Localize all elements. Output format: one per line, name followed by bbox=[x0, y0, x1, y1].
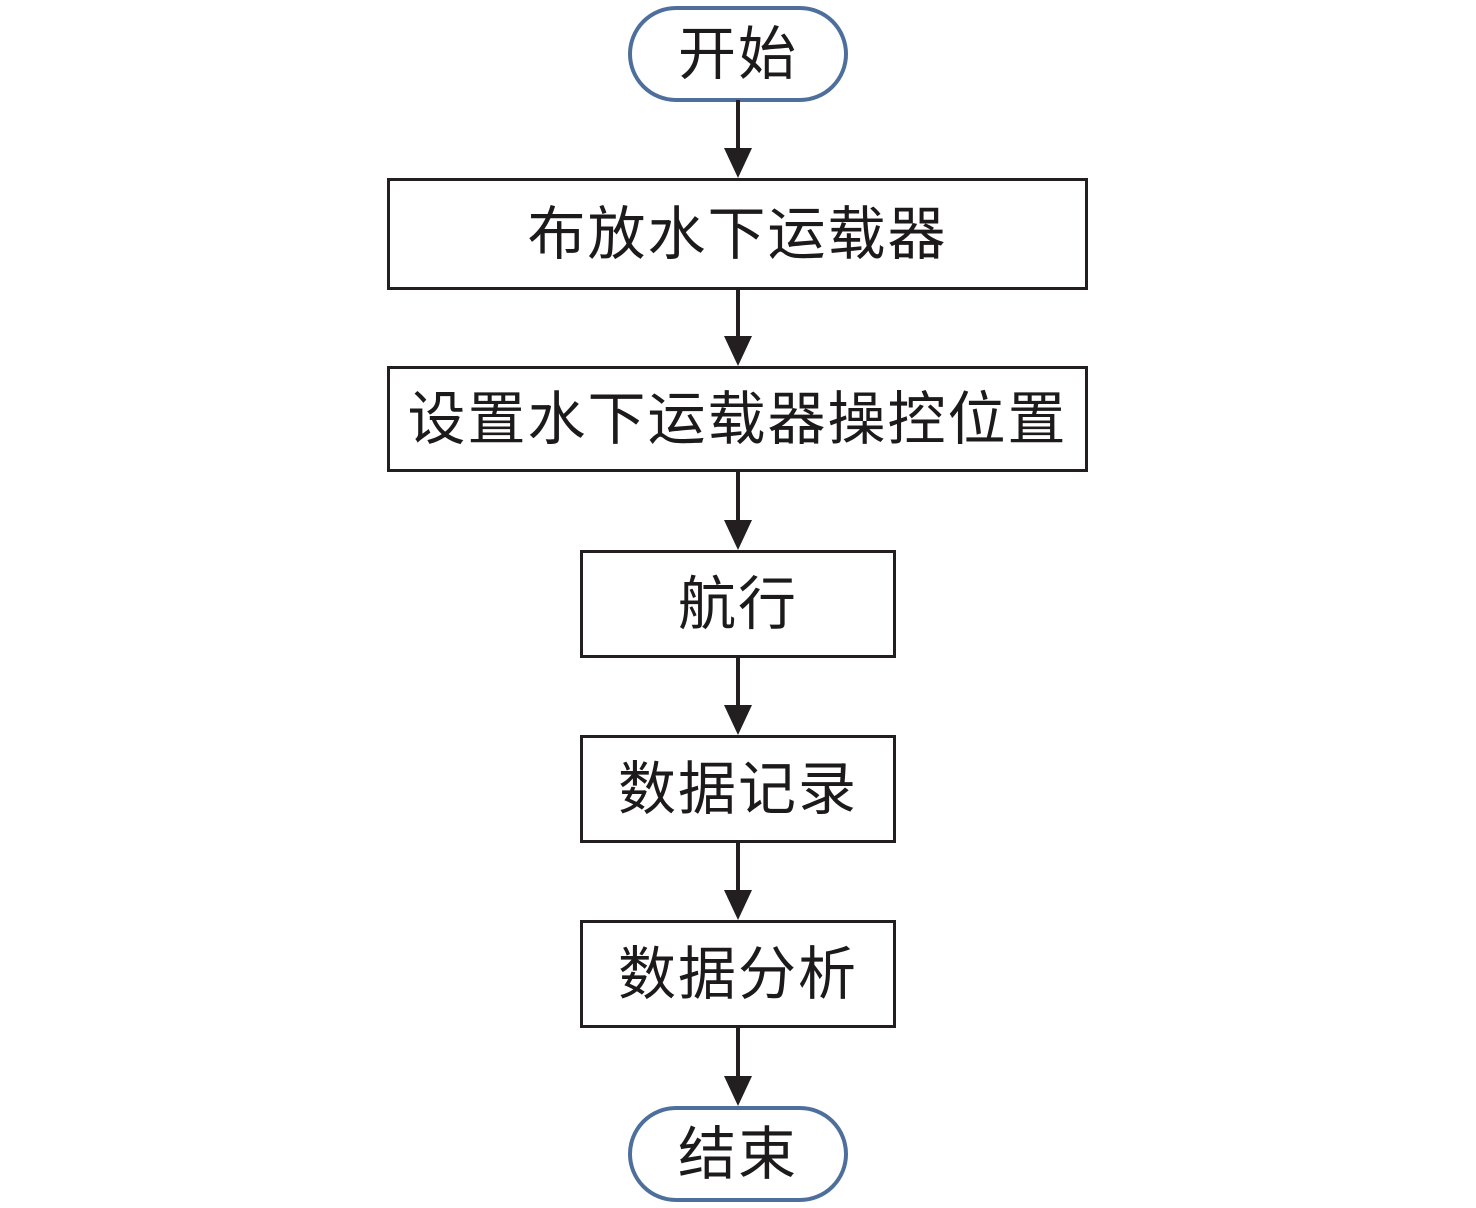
flow-node-end: 结束 bbox=[628, 1106, 848, 1202]
arrow-line bbox=[736, 290, 740, 342]
flow-node-data-record: 数据记录 bbox=[580, 735, 896, 843]
arrow-line bbox=[736, 658, 740, 711]
flow-node-set-control-position: 设置水下运载器操控位置 bbox=[387, 366, 1088, 472]
arrow-head-icon bbox=[724, 890, 752, 920]
arrow-line bbox=[736, 1028, 740, 1082]
flow-node-deploy-vehicle: 布放水下运载器 bbox=[387, 178, 1088, 290]
arrow-line bbox=[736, 472, 740, 526]
flow-node-data-analysis-label: 数据分析 bbox=[617, 940, 858, 1008]
flow-node-data-analysis: 数据分析 bbox=[580, 920, 896, 1028]
flow-node-start: 开始 bbox=[628, 6, 848, 102]
flow-arrow-start-to-deploy bbox=[724, 100, 752, 178]
flow-node-end-label: 结束 bbox=[677, 1120, 798, 1188]
flow-node-deploy-vehicle-label: 布放水下运载器 bbox=[527, 200, 948, 268]
flow-node-navigate: 航行 bbox=[580, 550, 896, 658]
arrow-head-icon bbox=[724, 520, 752, 550]
flow-arrow-setposition-to-navigate bbox=[724, 472, 752, 550]
flow-arrow-navigate-to-record bbox=[724, 658, 752, 735]
arrow-head-icon bbox=[724, 336, 752, 366]
flow-node-start-label: 开始 bbox=[677, 20, 798, 88]
flow-node-navigate-label: 航行 bbox=[677, 570, 798, 638]
arrow-line bbox=[736, 100, 740, 154]
arrow-head-icon bbox=[724, 1076, 752, 1106]
arrow-head-icon bbox=[724, 705, 752, 735]
arrow-head-icon bbox=[724, 148, 752, 178]
arrow-line bbox=[736, 843, 740, 896]
flow-node-set-control-position-label: 设置水下运载器操控位置 bbox=[407, 385, 1068, 453]
flow-arrow-analysis-to-end bbox=[724, 1028, 752, 1106]
flow-arrow-record-to-analysis bbox=[724, 843, 752, 920]
flow-arrow-deploy-to-setposition bbox=[724, 290, 752, 366]
flow-node-data-record-label: 数据记录 bbox=[617, 755, 858, 823]
